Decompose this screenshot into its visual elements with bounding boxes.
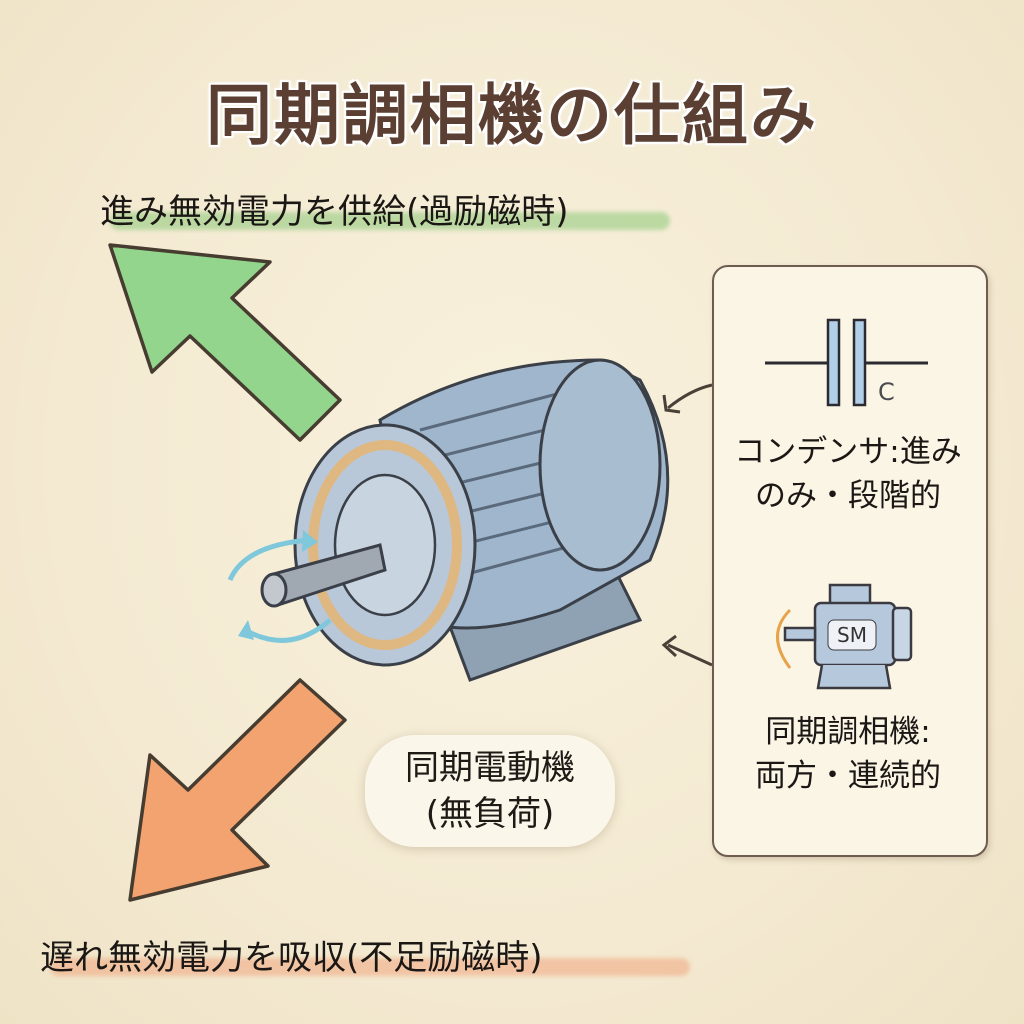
- motor-label-line-2: (無負荷): [425, 794, 555, 834]
- synchronous-motor-illustration: [227, 358, 670, 682]
- condenser-line-2: 両方・連続的: [755, 758, 941, 794]
- leading-reactive-power-label: 進み無効電力を供給(過励磁時): [100, 192, 569, 232]
- lagging-power-arrow: [128, 678, 347, 902]
- comparison-panel: [712, 265, 988, 857]
- capacitor-line-1: コンデンサ:進み: [734, 434, 962, 470]
- page-title: 同期調相機の仕組み: [206, 77, 818, 154]
- lagging-reactive-power-label: 遅れ無効電力を吸収(不足励磁時): [40, 938, 543, 978]
- motor-label-bubble: 同期電動機 (無負荷): [365, 735, 615, 847]
- motor-label-line-1: 同期電動機: [405, 748, 575, 788]
- capacitor-icon: [765, 318, 928, 407]
- top-label-highlight: [110, 212, 670, 230]
- condenser-line-1: 同期調相機:: [765, 714, 931, 750]
- capacitor-symbol-label: C: [878, 378, 895, 406]
- sm-icon-label: SM: [837, 623, 867, 647]
- capacitor-description: コンデンサ:進み のみ・段階的: [712, 430, 984, 518]
- leading-power-arrow: [108, 243, 342, 442]
- synchronous-machine-icon: [776, 583, 913, 690]
- bottom-label-highlight: [50, 958, 690, 976]
- capacitor-line-2: のみ・段階的: [755, 478, 941, 514]
- panel-pointer-arrows: [661, 383, 713, 667]
- synchronous-condenser-description: 同期調相機: 両方・連続的: [712, 710, 984, 798]
